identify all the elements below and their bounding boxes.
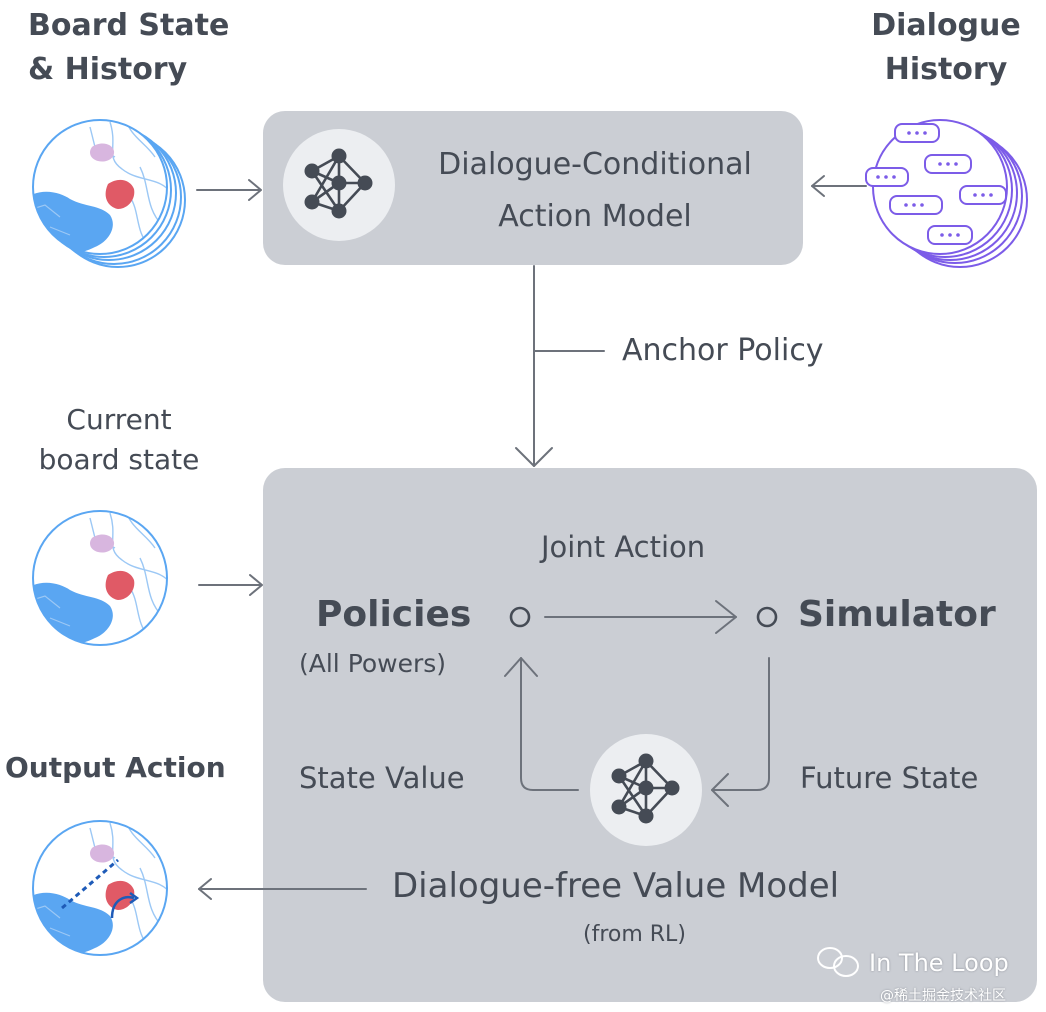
board-history-maps (32, 119, 186, 268)
arrow-future-state (711, 657, 770, 791)
joint-action-label: Joint Action (541, 530, 706, 564)
anchor-policy-label: Anchor Policy (622, 333, 824, 368)
watermark-site: @稀土掘金技术社区 (880, 988, 1006, 1004)
dialogue-history-icon (865, 119, 1028, 268)
policies-node (509, 606, 531, 628)
board-history-label: Board State & History (28, 8, 230, 87)
simulator-label: Simulator (798, 594, 996, 635)
wechat-icon (817, 947, 859, 977)
arrow-state-value (520, 657, 579, 791)
state-value-label: State Value (299, 761, 465, 795)
value-model-title: Dialogue-free Value Model (392, 866, 840, 906)
current-board-label: Current board state (38, 403, 200, 476)
future-state-label: Future State (800, 761, 979, 795)
value-model-network-icon (588, 732, 704, 848)
dialogue-history-label: Dialogue History (871, 8, 1021, 87)
value-model-subtitle: (from RL) (583, 922, 686, 947)
action-model-title: Dialogue-Conditional Action Model (438, 147, 752, 234)
action-model-network-icon (281, 127, 397, 243)
current-board-map (32, 510, 168, 646)
watermark-brand: In The Loop (869, 949, 1009, 977)
output-action-label: Output Action (5, 751, 226, 784)
simulator-node (756, 606, 778, 628)
policies-label: Policies (316, 594, 472, 635)
output-action-map (32, 820, 168, 956)
policies-subtitle: (All Powers) (299, 649, 447, 678)
